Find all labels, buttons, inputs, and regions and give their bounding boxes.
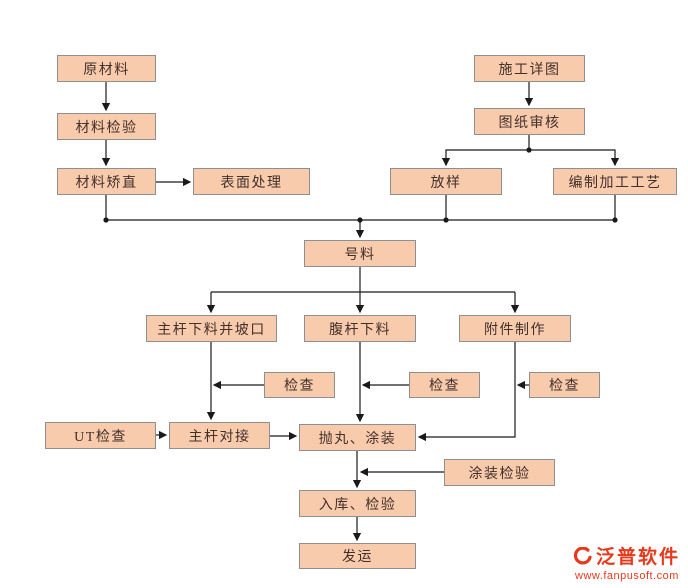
watermark-url: www.fanpusoft.com [575,570,679,582]
watermark-brand-row: 泛普软件 [573,542,680,569]
flow-node-lofting: 放样 [390,168,502,195]
flow-edges [101,82,620,542]
flow-node-check-3: 检查 [529,372,600,398]
flow-node-accessory-making: 附件制作 [459,315,571,342]
flow-node-construction-detail-drawing: 施工详图 [474,55,585,82]
flow-node-web-rod-cutting: 腹杆下料 [304,315,416,342]
watermark: 泛普软件 www.fanpusoft.com [573,542,680,582]
flow-node-marking: 号料 [304,240,416,267]
flow-node-surface-treatment: 表面处理 [193,168,310,195]
flow-node-drawing-review: 图纸审核 [474,108,585,135]
flow-node-material-inspection: 材料检验 [57,113,156,140]
watermark-brand: 泛普软件 [595,547,680,568]
flow-node-warehouse-inspection: 入库、检验 [299,490,416,517]
flow-node-shipping: 发运 [299,543,416,569]
flow-node-material-straightening: 材料矫直 [57,168,156,195]
flow-node-check-2: 检查 [409,372,480,398]
flow-edge-accessory-making-to-shot-blasting-painting [417,342,516,442]
flow-node-main-rod-cutting-beveling: 主杆下料并坡口 [146,315,277,342]
fanpu-logo-icon [573,546,592,565]
flow-node-main-rod-butt-joint: 主杆对接 [169,422,270,449]
junction-dot [526,147,532,153]
flow-edge-drawing-review-to-lofting [441,135,530,167]
flow-node-painting-inspection: 涂装检验 [444,459,555,486]
junction-dots [103,147,618,223]
junction-dot [103,217,109,223]
junction-dot [443,217,449,223]
flow-node-prepare-processing-technology: 编制加工工艺 [553,168,677,195]
flow-node-check-1: 检查 [264,372,335,398]
flow-node-shot-blasting-painting: 抛丸、涂装 [299,424,416,451]
flow-node-raw-material: 原材料 [57,55,156,82]
flow-node-ut-check: UT检查 [45,422,156,449]
junction-dot [357,217,363,223]
flow-edge-drawing-review-to-prepare-processing-technology [529,149,620,167]
junction-dot [612,217,618,223]
